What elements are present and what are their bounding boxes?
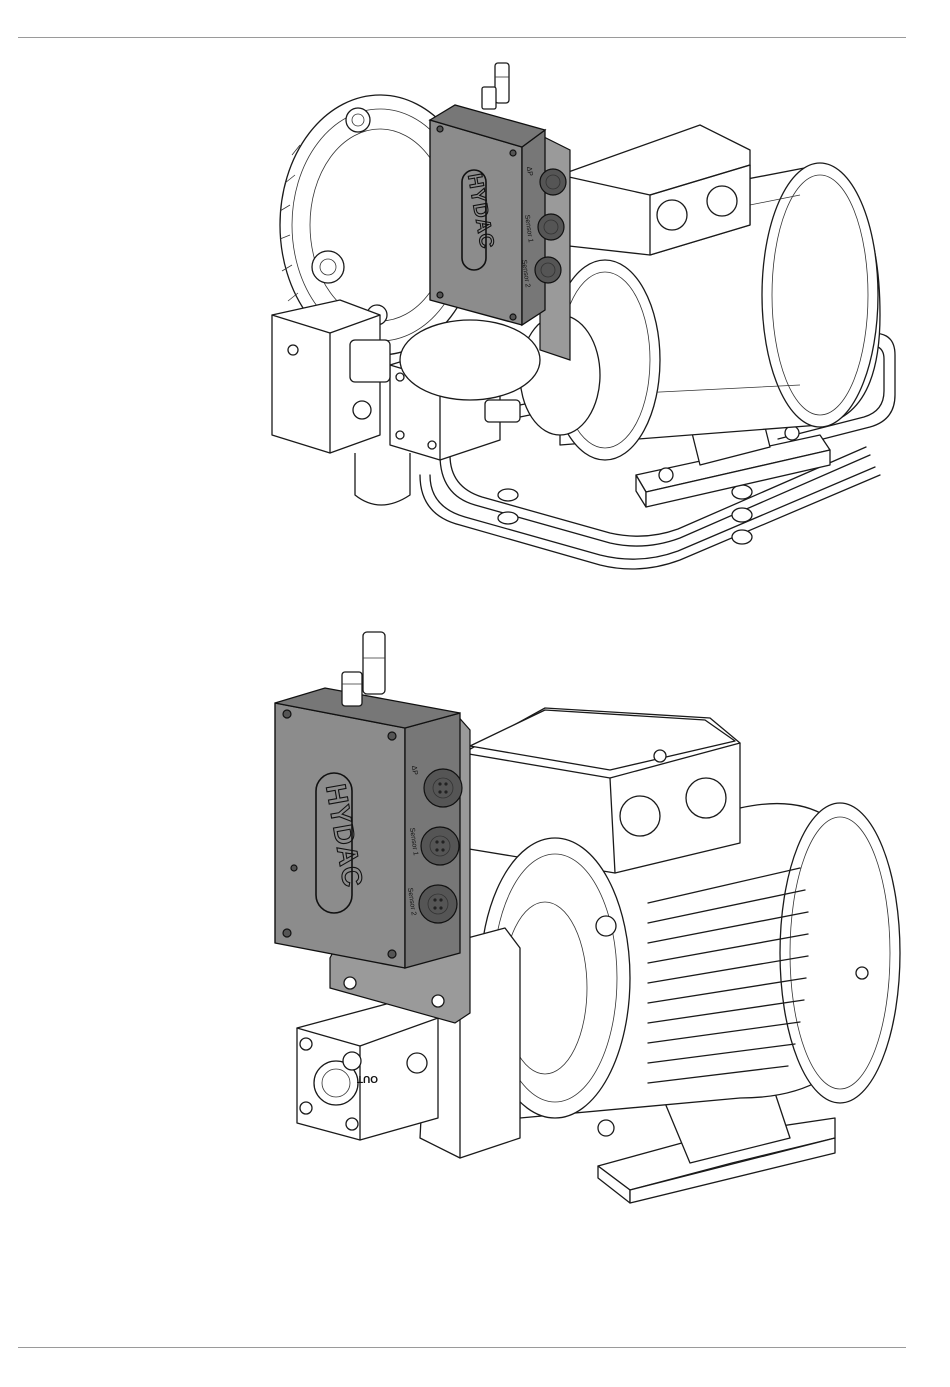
pump-unit-illustration-bottom: OUT HYDAC ΔP Sensor 1	[0, 618, 950, 1208]
port-label: OUT	[357, 1073, 378, 1084]
terminal-box	[463, 708, 740, 873]
header-rule	[18, 37, 906, 38]
footer-rule	[18, 1347, 906, 1348]
pump-unit-illustration-top: HYDAC ΔP Sensor 1 Sensor 2	[0, 55, 950, 595]
sensor-box: HYDAC ΔP Sensor 1 Sensor 2	[275, 632, 462, 968]
connector-label: ΔP	[410, 765, 418, 776]
connector-label: ΔP	[525, 166, 533, 177]
pump-head: OUT	[297, 1003, 438, 1140]
